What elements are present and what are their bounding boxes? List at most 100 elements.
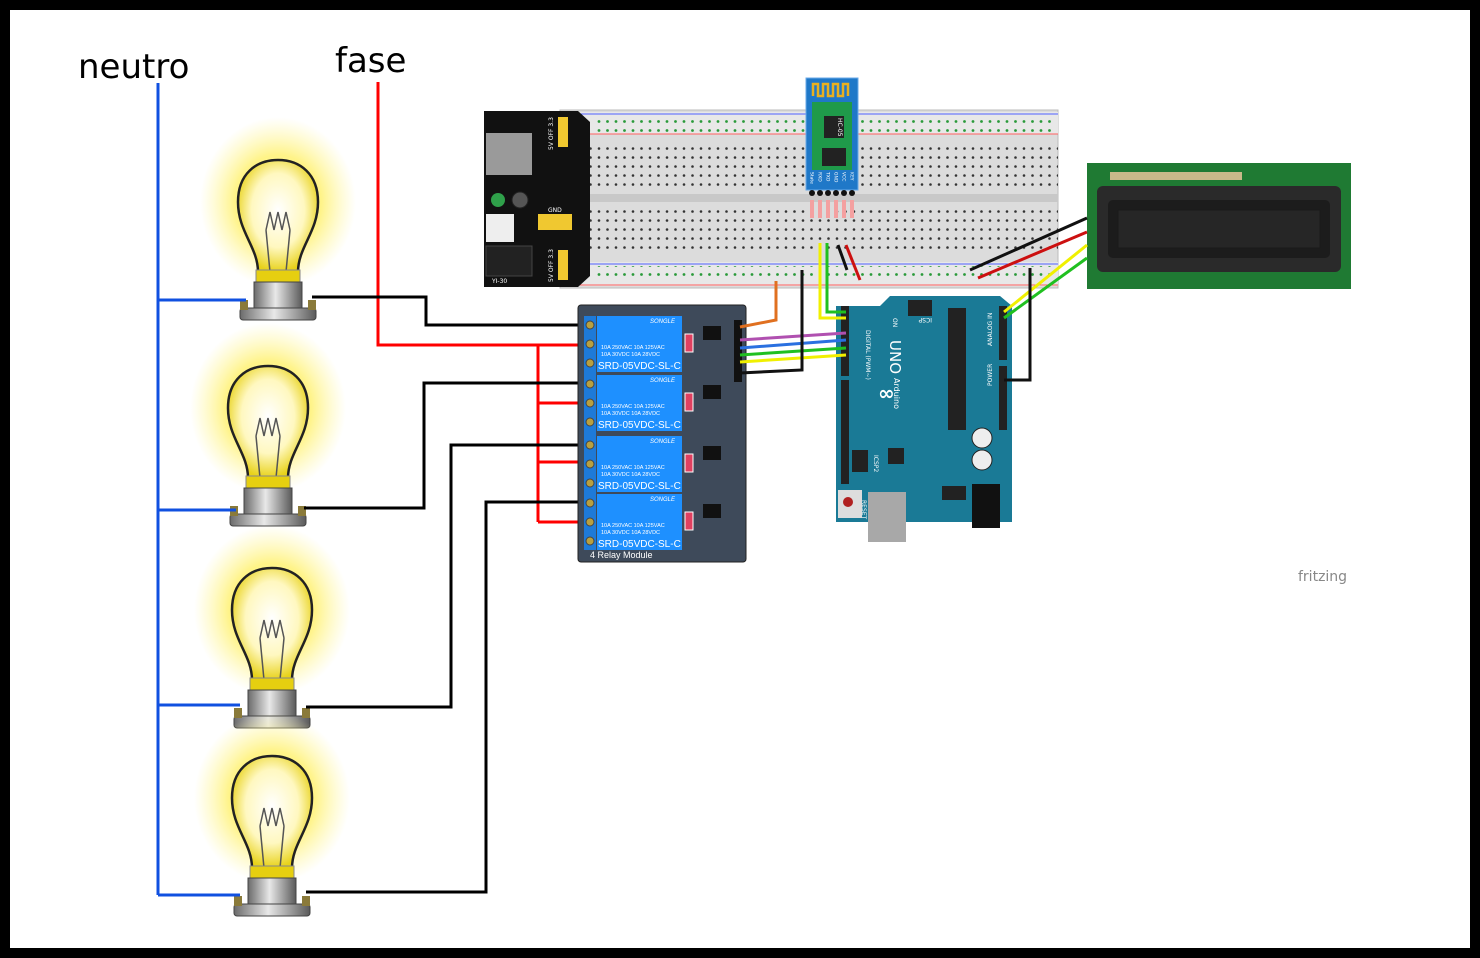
relay-brand: SONGLE	[650, 378, 676, 384]
relay-module-title: 4 Relay Module	[590, 550, 653, 560]
bluetooth-pin-state: State	[809, 172, 815, 184]
wire-lamp-3-relay-3	[306, 443, 590, 709]
screw-terminal	[585, 417, 595, 427]
bluetooth-pin-rxd: RXD	[817, 172, 823, 182]
lamp-4	[192, 711, 352, 918]
icsp2-label: ICSP2	[872, 455, 879, 472]
wire-lcd-scl	[1003, 256, 1088, 320]
bluetooth-pin-txd: TXD	[825, 171, 831, 182]
relay-rating-dc: 10A 30VDC 10A 28VDC	[601, 352, 660, 358]
screw-terminal	[585, 358, 595, 368]
wire-black-gnd	[739, 270, 804, 375]
relay-rating-dc: 10A 30VDC 10A 28VDC	[601, 411, 660, 417]
breadboard-power-module: YI-30 GND 5V OFF 3.3 5V OFF 3.3	[484, 111, 590, 287]
wire-green	[739, 346, 847, 357]
power-module-label-bottom: 5V OFF 3.3	[548, 249, 555, 282]
lamp-1	[198, 115, 358, 322]
power-module-model: YI-30	[491, 278, 507, 285]
arduino-uno: UNO Arduino ∞ RESET ICSP ICSP2 DIGITAL (…	[836, 296, 1012, 542]
lamp-2	[188, 321, 348, 528]
relay-led	[684, 453, 694, 473]
wire-lcd-vcc	[977, 230, 1088, 280]
relay-led	[684, 392, 694, 412]
lamp-relay-wires	[304, 295, 590, 894]
atmega-chip	[948, 308, 966, 430]
power-led	[491, 193, 505, 207]
screw-terminal	[585, 517, 595, 527]
relay-rating-dc: 10A 30VDC 10A 28VDC	[601, 530, 660, 536]
relay-rating-ac: 10A 250VAC 10A 125VAC	[601, 345, 665, 351]
dc-jack	[485, 245, 533, 277]
digital-label: DIGITAL (PWM~)	[864, 330, 871, 380]
relay-input-header	[734, 320, 742, 382]
lcd-display	[1087, 163, 1351, 289]
screw-terminal	[585, 478, 595, 488]
relay-rating-ac: 10A 250VAC 10A 125VAC	[601, 404, 665, 410]
wire-lamp-2-relay-2	[304, 381, 590, 510]
optocoupler	[703, 385, 721, 399]
bluetooth-module: HC-05 State RXD TXD GND VCC KEY	[805, 77, 859, 218]
screw-terminal	[585, 459, 595, 469]
relay-brand: SONGLE	[650, 439, 676, 445]
screw-terminal	[585, 536, 595, 546]
bluetooth-pin-gnd: GND	[833, 172, 839, 183]
power-switch	[486, 214, 514, 242]
wire-lcd-gnd	[969, 216, 1088, 272]
phase-label: fase	[335, 41, 406, 81]
relay-brand: SONGLE	[650, 497, 676, 503]
wire-lamp-4-relay-4	[306, 500, 590, 894]
screw-terminal	[585, 398, 595, 408]
relay-body	[597, 494, 682, 550]
wire-bt-rx	[825, 243, 846, 314]
screw-terminal	[585, 498, 595, 508]
relay-model: SRD-05VDC-SL-C	[598, 420, 681, 431]
relay-led	[684, 511, 694, 531]
dc-power-jack	[972, 484, 1000, 528]
wire-yellow	[739, 353, 847, 364]
relay-led	[684, 333, 694, 353]
wire-blue	[739, 338, 847, 350]
screw-terminal	[585, 379, 595, 389]
on-label: ON	[891, 318, 898, 327]
optocoupler	[703, 504, 721, 518]
wire-bt-vcc	[844, 244, 862, 281]
relay-model: SRD-05VDC-SL-C	[598, 361, 681, 372]
arduino-logo-icon: ∞	[878, 381, 895, 405]
usb-b-port	[868, 492, 906, 542]
relay-body	[597, 436, 682, 492]
screw-terminal	[585, 320, 595, 330]
bluetooth-pin-key: KEY	[849, 172, 855, 181]
wire-bt-gnd	[836, 244, 849, 271]
wire-lcd-arduino-gnd	[1004, 268, 1032, 382]
relay-model: SRD-05VDC-SL-C	[598, 539, 681, 550]
power-label: POWER	[987, 364, 994, 386]
bluetooth-pin-vcc: VCC	[841, 172, 847, 181]
wire-lamp-1-relay-1	[312, 295, 590, 327]
reset-button[interactable]	[843, 497, 853, 507]
screw-terminal	[585, 440, 595, 450]
signal-wires	[739, 216, 1088, 382]
power-module-gnd: GND	[548, 207, 562, 214]
relay-rating-ac: 10A 250VAC 10A 125VAC	[601, 465, 665, 471]
optocoupler	[703, 446, 721, 460]
fritzing-watermark: fritzing	[1298, 569, 1347, 585]
neutral-label: neutro	[78, 47, 189, 87]
icsp-label: ICSP	[918, 316, 932, 323]
neutral-wires	[156, 83, 246, 897]
arduino-model: UNO	[886, 340, 904, 374]
arduino-brand: Arduino	[892, 378, 901, 409]
analog-label: ANALOG IN	[987, 313, 994, 346]
relay-rating-ac: 10A 250VAC 10A 125VAC	[601, 523, 665, 529]
lamp-3	[192, 523, 352, 730]
phase-main-wire	[376, 82, 590, 347]
wire-bt-tx	[818, 243, 846, 320]
wire-lcd-sda	[1003, 243, 1088, 314]
bluetooth-model: HC-05	[836, 118, 843, 137]
usb-port	[486, 133, 532, 175]
optocoupler	[703, 326, 721, 340]
